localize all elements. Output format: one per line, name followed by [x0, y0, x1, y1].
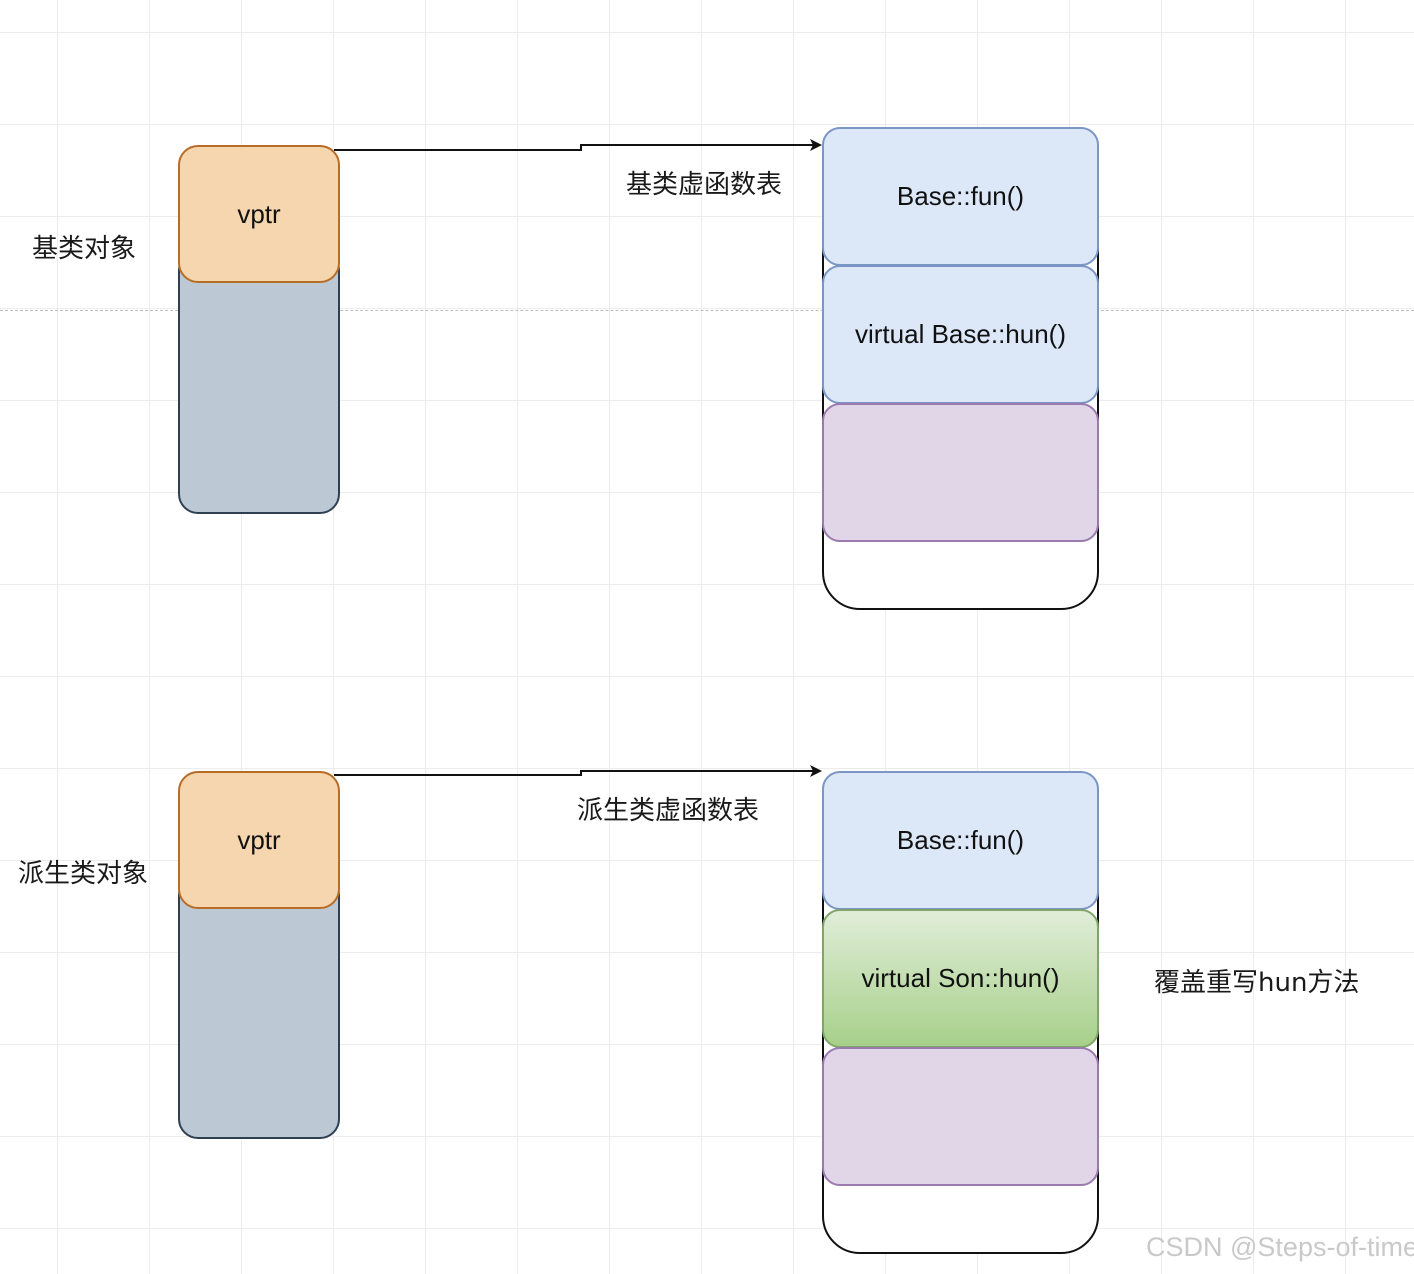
- base-object-label: 基类对象: [32, 234, 137, 264]
- base-vtable-label: 基类虚函数表: [626, 170, 783, 200]
- override-note: 覆盖重写hun方法: [1154, 968, 1360, 998]
- derived-vptr-arrow: [334, 765, 822, 777]
- derived-vtable-entry-empty: [822, 1047, 1099, 1186]
- derived-vtable-entry-fun: Base::fun(): [822, 771, 1099, 910]
- watermark: CSDN @Steps-of-time: [1146, 1232, 1414, 1262]
- derived-vptr: vptr: [178, 771, 340, 909]
- page-divider: [0, 310, 1414, 311]
- derived-object-label: 派生类对象: [18, 859, 149, 889]
- base-object-body: [178, 250, 340, 514]
- base-vtable-entry-empty: [822, 403, 1099, 542]
- derived-vtable-label: 派生类虚函数表: [577, 796, 760, 826]
- derived-object-body: [178, 875, 340, 1139]
- base-vptr-arrow: [334, 139, 822, 151]
- base-vptr: vptr: [178, 145, 340, 283]
